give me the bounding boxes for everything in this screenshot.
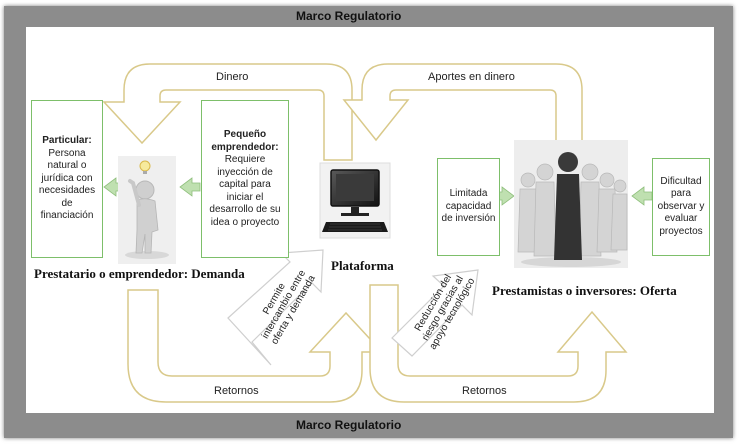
returns-right-label: Retornos: [462, 385, 507, 397]
diagonal-arrow-right: [391, 269, 479, 357]
contributions-arrow-label: Aportes en dinero: [428, 71, 515, 83]
diagonal-arrow-left: [227, 249, 324, 366]
supply-label: Prestamistas o inversores: Oferta: [489, 282, 680, 300]
bottom-frame-label: Marco Regulatorio: [296, 418, 402, 432]
top-frame-label: Marco Regulatorio: [296, 9, 402, 23]
demand-label: Prestatario o emprendedor: Demanda: [31, 265, 248, 283]
small-entrepreneur-box: Pequeño emprendedor: Requiere inyección …: [201, 100, 289, 258]
money-arrow-label: Dinero: [216, 71, 249, 83]
particular-text: Persona natural o jurídica con necesidad…: [38, 147, 96, 222]
limited-capacity-text: Limitada capacidad de inversión: [441, 188, 496, 225]
platform-label: Plataforma: [328, 257, 397, 275]
small-arrow-entrepreneur: [179, 177, 201, 197]
computer-icon: [319, 162, 391, 239]
money-arrow-right-shape: [342, 63, 583, 143]
returns-arrow-left-shape: [127, 289, 384, 403]
particular-title: Particular: [42, 135, 89, 147]
returns-arrow-right-shape: [369, 284, 628, 403]
difficulty-box: Dificultad para observar y evaluar proye…: [652, 158, 710, 256]
small-arrow-difficulty: [631, 186, 653, 206]
entrepreneur-figure: [118, 156, 176, 264]
limited-capacity-box: Limitada capacidad de inversión: [437, 158, 500, 256]
returns-left-label: Retornos: [214, 385, 259, 397]
difficulty-text: Dificultad para observar y evaluar proye…: [657, 175, 705, 237]
money-arrow-left-shape: [102, 63, 353, 161]
small-entrepreneur-title: Pequeño emprendedor:: [211, 129, 279, 153]
investors-figure: [514, 140, 628, 268]
small-entrepreneur-text: Requiere inyección de capital para inici…: [209, 154, 281, 228]
particular-box: Particular: Persona natural o jurídica c…: [31, 100, 103, 258]
